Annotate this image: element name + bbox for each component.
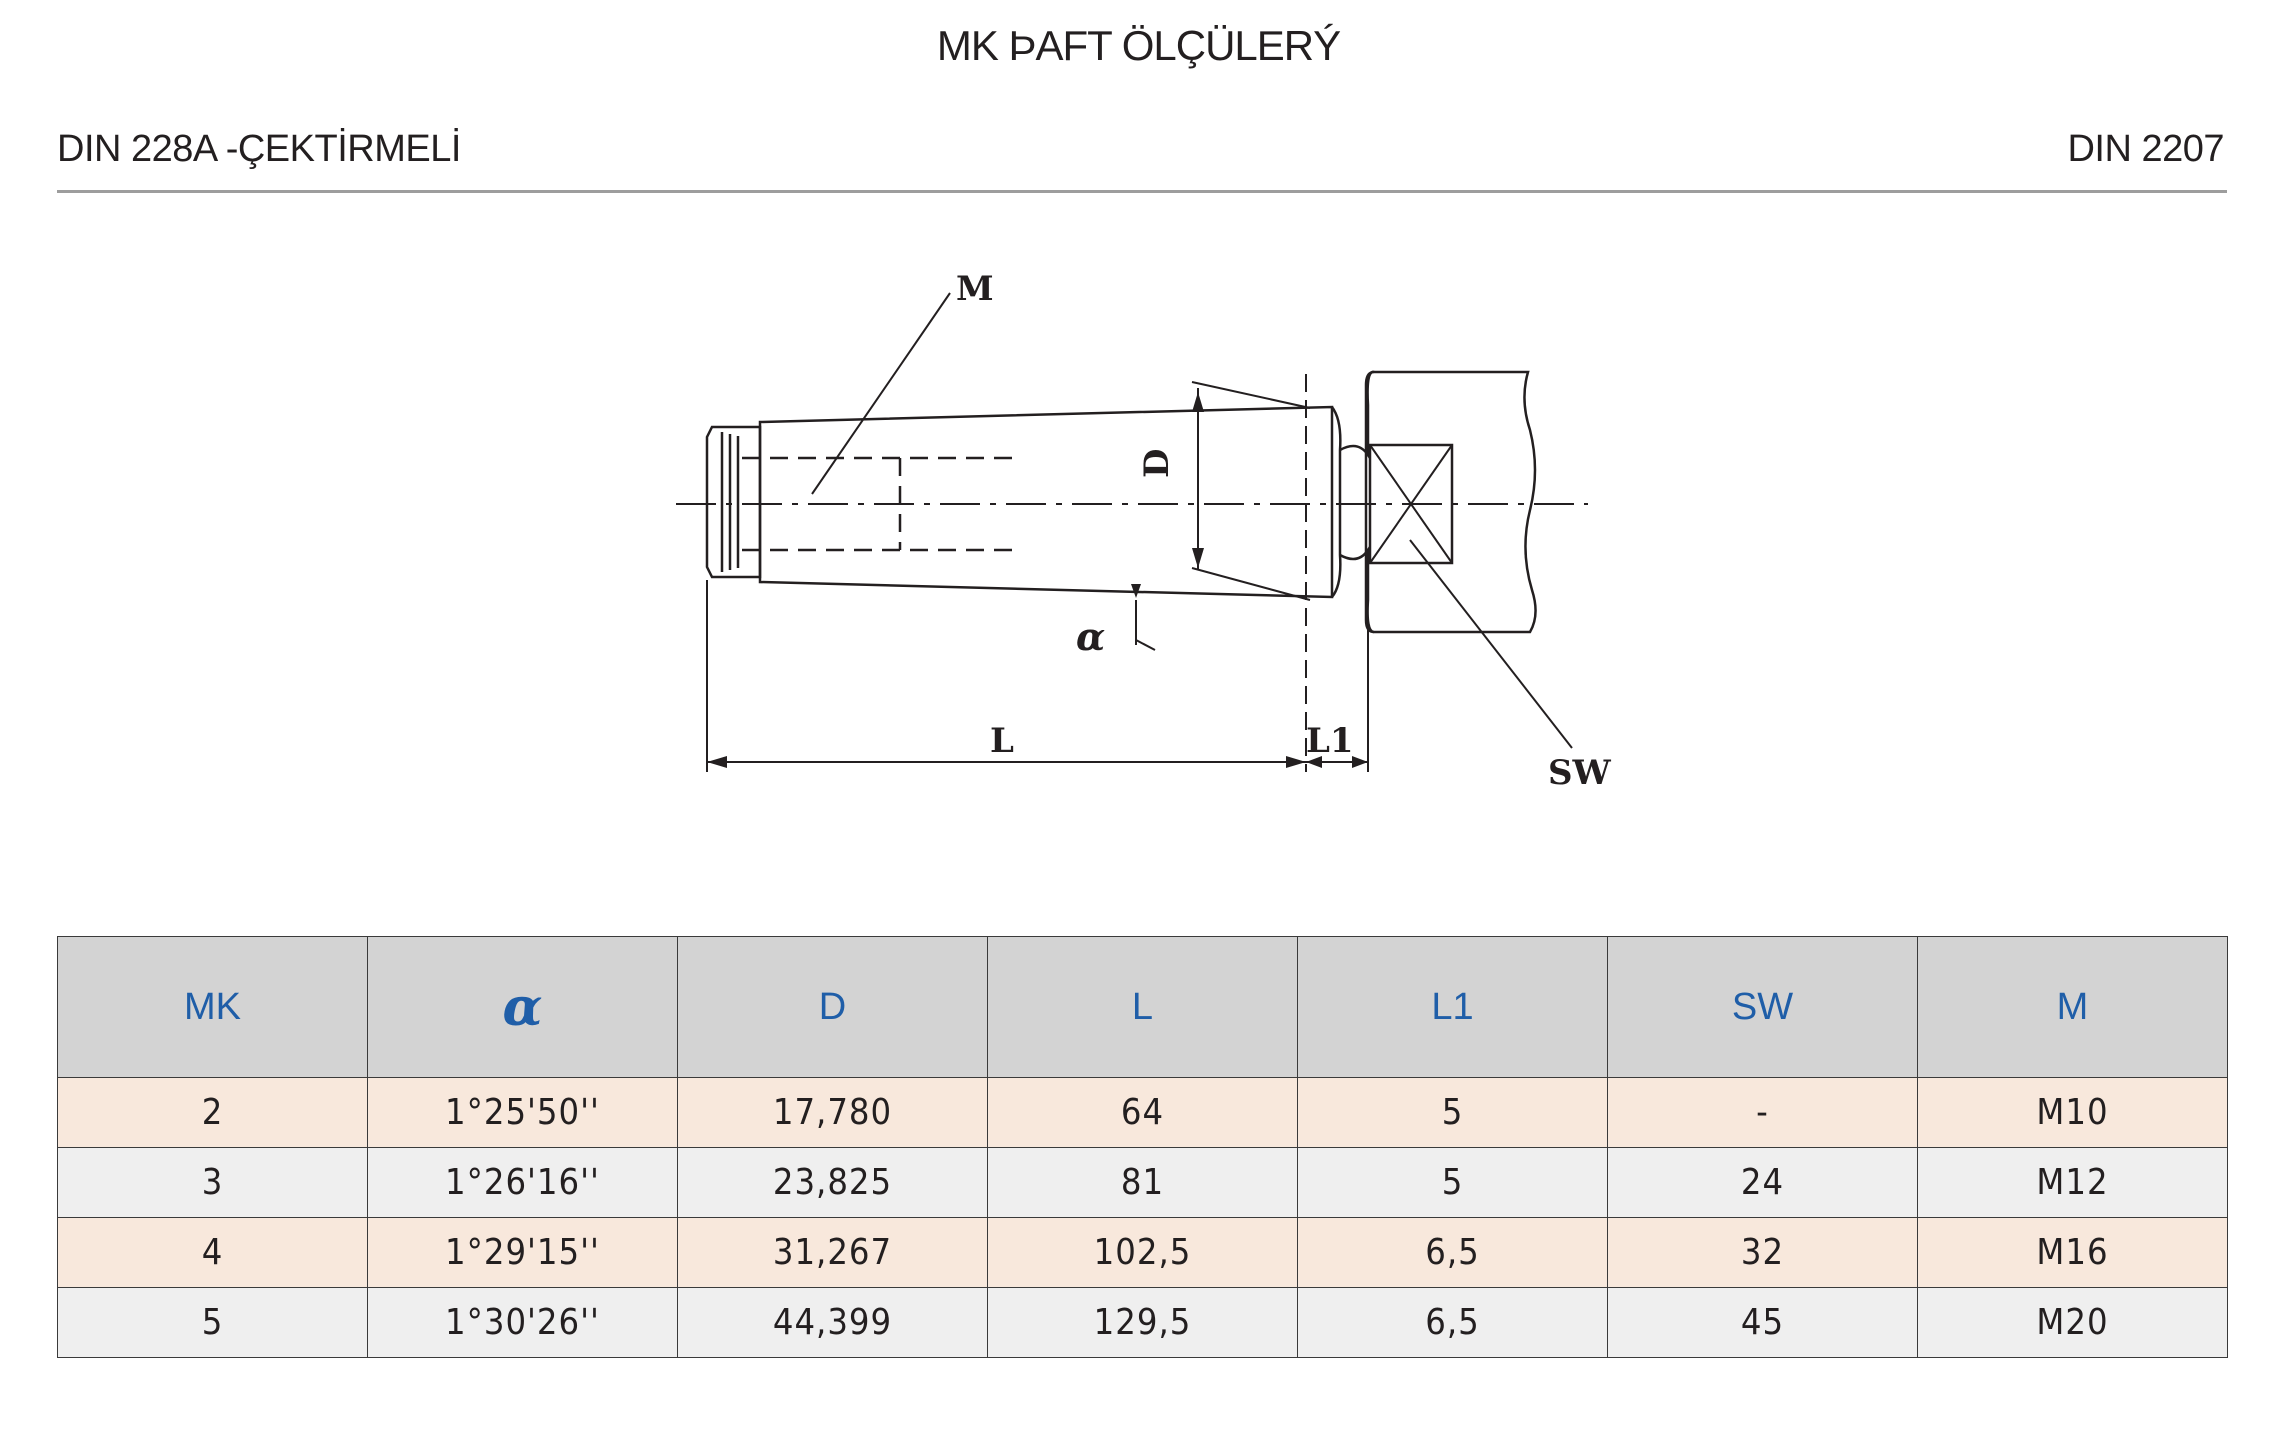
header-divider — [57, 190, 2227, 193]
cell-alpha: 1°30'26'' — [367, 1287, 678, 1358]
cell-d: 31,267 — [677, 1217, 988, 1288]
label-sw: SW — [1548, 753, 1612, 793]
cell-alpha: 1°25'50'' — [367, 1077, 678, 1148]
cell-alpha: 1°26'16'' — [367, 1147, 678, 1218]
cell-l: 64 — [987, 1077, 1298, 1148]
dimension-table: MK α D L L1 SW M 2 1°25'50'' 17,780 64 5… — [57, 936, 2228, 1358]
m-leader — [811, 292, 951, 495]
cell-l: 81 — [987, 1147, 1298, 1218]
cell-sw: - — [1607, 1077, 1918, 1148]
cell-d: 17,780 — [677, 1077, 988, 1148]
cell-l1: 6,5 — [1297, 1287, 1608, 1358]
cell-sw: 24 — [1607, 1147, 1918, 1218]
taper-body — [758, 405, 1334, 599]
standard-title: DIN 228A -ÇEKTİRMELİ — [57, 128, 461, 170]
cell-l: 129,5 — [987, 1287, 1298, 1358]
cell-mk: 5 — [57, 1287, 368, 1358]
alpha-symbol: α — [502, 976, 543, 1038]
sw-leader — [1409, 539, 1573, 749]
cell-sw: 32 — [1607, 1217, 1918, 1288]
cell-l1: 5 — [1297, 1147, 1608, 1218]
cell-m: M20 — [1917, 1287, 2228, 1358]
cell-l1: 6,5 — [1297, 1217, 1608, 1288]
table-row: 4 1°29'15'' 31,267 102,5 6,5 32 M16 — [57, 1217, 2228, 1288]
col-header-m: M — [1917, 936, 2228, 1078]
shank-drawing: M D α L L1 SW — [676, 269, 1612, 793]
col-header-sw: SW — [1607, 936, 1918, 1078]
shank-end — [705, 425, 762, 579]
standard-code: DIN 2207 — [2067, 128, 2224, 170]
cell-mk: 2 — [57, 1077, 368, 1148]
label-l: L — [990, 721, 1014, 761]
table-header-row: MK α D L L1 SW M — [57, 936, 2228, 1078]
cell-l: 102,5 — [987, 1217, 1298, 1288]
col-header-alpha: α — [367, 936, 678, 1078]
cell-l1: 5 — [1297, 1077, 1608, 1148]
cell-mk: 3 — [57, 1147, 368, 1218]
tang — [1364, 370, 1537, 634]
cell-d: 44,399 — [677, 1287, 988, 1358]
col-header-l: L — [987, 936, 1298, 1078]
col-header-mk: MK — [57, 936, 368, 1078]
table-row: 2 1°25'50'' 17,780 64 5 - M10 — [57, 1077, 2228, 1148]
label-alpha: α — [1076, 614, 1105, 659]
label-m: M — [956, 269, 994, 309]
cell-m: M10 — [1917, 1077, 2228, 1148]
label-l1: L1 — [1306, 721, 1354, 761]
col-header-l1: L1 — [1297, 936, 1608, 1078]
cell-sw: 45 — [1607, 1287, 1918, 1358]
col-header-d: D — [677, 936, 988, 1078]
table-row: 5 1°30'26'' 44,399 129,5 6,5 45 M20 — [57, 1287, 2228, 1358]
page-title: MK ÞAFT ÖLÇÜLERÝ — [936, 22, 1341, 69]
cell-mk: 4 — [57, 1217, 368, 1288]
cell-alpha: 1°29'15'' — [367, 1217, 678, 1288]
label-d: D — [1137, 449, 1177, 478]
cell-d: 23,825 — [677, 1147, 988, 1218]
table-row: 3 1°26'16'' 23,825 81 5 24 M12 — [57, 1147, 2228, 1218]
cell-m: M12 — [1917, 1147, 2228, 1218]
cell-m: M16 — [1917, 1217, 2228, 1288]
